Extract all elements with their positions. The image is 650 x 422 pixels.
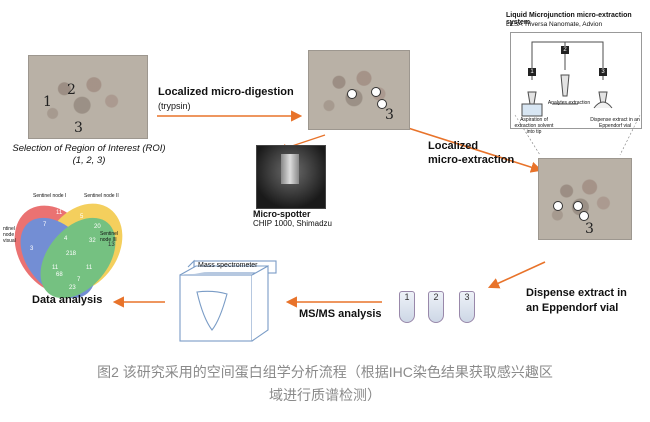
- micro-spotter-sub: CHIP 1000, Shimadzu: [253, 219, 333, 228]
- extract-spot: [579, 211, 589, 221]
- extraction-label-2: micro-extraction: [428, 154, 515, 166]
- mass-spectrometer-icon: [179, 259, 277, 342]
- tissue-extraction-image: 3: [538, 158, 632, 240]
- msms-label: MS/MS analysis: [299, 308, 382, 320]
- dispense-label-2: an Eppendorf vial: [526, 302, 619, 314]
- venn-value: 68: [56, 272, 63, 278]
- venn-value: 20: [94, 224, 101, 230]
- roi-number: 3: [585, 221, 594, 237]
- zoom-line: [619, 114, 641, 156]
- tissue-digestion-image: 3: [308, 50, 410, 130]
- micro-spotter-label: Micro-spotter: [253, 209, 311, 219]
- venn-value: 23: [69, 285, 76, 291]
- tissue-roi-image: 1 2 3: [28, 55, 148, 139]
- venn-set-label: Sentinel node II: [84, 193, 119, 199]
- venn-value: 11: [86, 265, 93, 271]
- lesa-step2: Analytes extraction: [547, 100, 591, 106]
- mass-spec-label: Mass spectrometer: [198, 262, 258, 269]
- roi-number: 1: [43, 94, 52, 110]
- venn-value: 3: [30, 246, 34, 252]
- lesa-step-badge: 1: [528, 68, 536, 76]
- roi-number: 3: [74, 120, 83, 136]
- eppendorf-tube: 3: [459, 291, 475, 323]
- digest-spot: [347, 89, 357, 99]
- lesa-step-badge: 3: [599, 68, 607, 76]
- dispense-label-1: Dispense extract in: [526, 287, 627, 299]
- lesa-sub: LESA Triversa Nanomate, Advion: [506, 21, 603, 28]
- venn-value: 11: [56, 210, 63, 216]
- spotter-head: [281, 154, 299, 184]
- selection-sub: (1, 2, 3): [72, 155, 106, 166]
- extract-spot: [573, 201, 583, 211]
- extraction-label-1: Localized: [428, 140, 479, 152]
- digestion-label: Localized micro-digestion: [158, 86, 294, 98]
- digestion-sub: (trypsin): [158, 101, 191, 111]
- venn-value: 7: [43, 222, 47, 228]
- venn-diagram: [14, 203, 123, 299]
- venn-set-label: ntinel node visual: [3, 226, 16, 244]
- selection-label: Selection of Region of Interest (ROI): [12, 143, 166, 154]
- lesa-panel: [510, 32, 642, 129]
- venn-value: 13: [108, 242, 115, 248]
- figure-caption-line1: 图2 该研究采用的空间蛋白组学分析流程（根据IHC染色结果获取感兴趣区: [97, 364, 553, 380]
- digest-spot: [377, 99, 387, 109]
- micro-spotter-photo: [256, 145, 326, 209]
- venn-set-label: Sentinel node I: [33, 193, 67, 199]
- eppendorf-tube: 2: [428, 291, 444, 323]
- roi-number: 3: [385, 107, 394, 123]
- venn-value: 32: [89, 238, 96, 244]
- roi-number: 2: [67, 82, 76, 98]
- arrow-to-extraction: [407, 127, 543, 173]
- lesa-title: Liquid Microjunction micro-extraction sy…: [506, 12, 632, 26]
- venn-value: 5: [80, 214, 84, 220]
- figure-caption-line2: 域进行质谱检测）: [269, 387, 381, 403]
- lesa-step-badge: 2: [561, 46, 569, 54]
- venn-set-label: Sentinel node III: [100, 231, 119, 243]
- venn-value: 11: [52, 265, 59, 271]
- venn-value: 7: [77, 277, 81, 283]
- arrow-to-tubes: [487, 261, 546, 289]
- data-analysis-label: Data analysis: [32, 294, 103, 306]
- venn-value: 4: [64, 236, 68, 242]
- lesa-step1: Aspiration of extraction solvent into ti…: [514, 117, 554, 135]
- eppendorf-tube: 1: [399, 291, 415, 323]
- extract-spot: [553, 201, 563, 211]
- digest-spot: [371, 87, 381, 97]
- lesa-step3: Dispense extract in an Eppendorf vial: [590, 117, 640, 129]
- venn-value: 218: [66, 251, 77, 257]
